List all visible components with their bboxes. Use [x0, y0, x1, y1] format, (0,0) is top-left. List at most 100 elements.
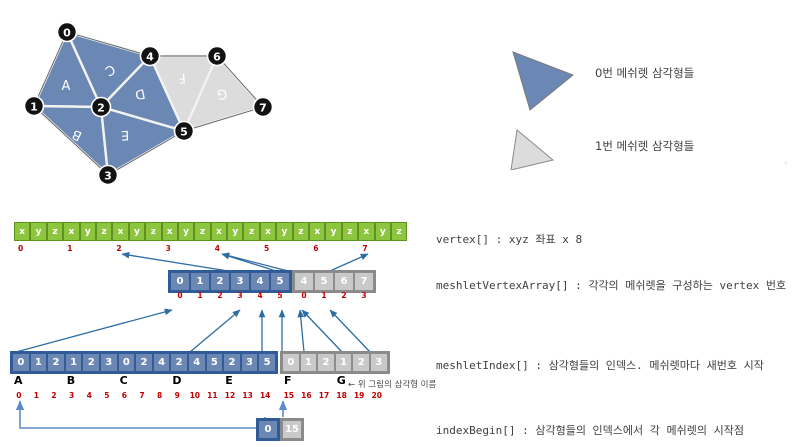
meshlet-index-cell: 2	[352, 353, 370, 372]
meshlet-vertex-index-label: 2	[341, 291, 347, 300]
vertex-index-label: 6	[313, 244, 319, 253]
meshlet-index-cell: 3	[99, 353, 118, 372]
svg-text:6: 6	[213, 51, 221, 64]
vertex-index-label: 2	[116, 244, 122, 253]
meshlet-index-index-label: 2	[51, 391, 57, 400]
vertex-cell: y	[79, 222, 96, 241]
vertex-cell: z	[243, 222, 260, 241]
vertex-index-label: 4	[214, 244, 221, 253]
vertex-cell: z	[95, 222, 113, 241]
svg-text:7: 7	[259, 102, 267, 115]
legend: 0번 메쉬렛 삼각형들 1번 메쉬렛 삼각형들	[505, 40, 795, 170]
triangle-label-F: F	[178, 70, 187, 86]
meshlet-index-index-label: 7	[139, 391, 145, 400]
mesh-node-0[interactable]: 0	[56, 21, 78, 43]
vertex-cell: y	[30, 222, 47, 241]
meshlet-vertex-cell: 4	[250, 272, 270, 291]
meshlet-index-cell: 0	[117, 353, 136, 372]
meshlet-index-index-label: 0	[16, 391, 22, 400]
meshlet-index-triangle-name: F	[284, 374, 292, 387]
vertex-cell: y	[177, 222, 195, 241]
vertex-cell: z	[341, 222, 359, 241]
meshlet-index-triangle-name: A	[14, 374, 23, 387]
triangle-name-note: ← 위 그림의 삼각형 이름	[348, 380, 437, 390]
vertex-cell: z	[46, 222, 64, 241]
meshlet-vertex-index-label: 2	[217, 291, 223, 300]
meshlet-index-cell: 3	[369, 353, 388, 372]
mesh-node-5[interactable]: 5	[173, 120, 195, 142]
svg-text:4: 4	[146, 51, 154, 64]
vertex-cell: x	[14, 222, 31, 241]
mesh-node-1[interactable]: 1	[23, 95, 45, 117]
triangle-label-D: D	[133, 85, 146, 102]
meshlet-vertex-cell: 0	[170, 272, 190, 291]
meshlet-index-cell: 2	[47, 353, 65, 372]
triangle-label-G: G	[216, 85, 229, 102]
svg-text:1: 1	[30, 101, 38, 114]
meshlet-index-index-label: 17	[318, 391, 330, 400]
mesh-outline	[33, 31, 264, 176]
meshlet-index-cell: 1	[299, 353, 318, 372]
meshlet-vertex-cell: 6	[334, 272, 354, 291]
meshlet-index-index-label: 4	[86, 391, 92, 400]
meshlet-index-index-label: 11	[207, 391, 218, 400]
meshlet-vertex-index-label: 3	[237, 291, 243, 300]
meshlet-vertex-cell: 1	[190, 272, 210, 291]
meshlet-index-index-label: 1	[33, 391, 39, 400]
vertex-index-label: 7	[362, 244, 368, 253]
legend-label-meshlet0: 0번 메쉬렛 삼각형들	[595, 66, 695, 80]
vertex-cell: z	[145, 222, 162, 241]
vertex-cell: x	[112, 222, 129, 241]
vertex-cell: x	[210, 222, 228, 241]
mesh-nodes: 0 1 2 3 4 5 6	[23, 21, 274, 186]
meshlet-index-index-label: 18	[336, 391, 347, 400]
index-begin-cell: 15	[282, 420, 302, 439]
vertex-array-description: vertex[] : xyz 좌표 x 8	[436, 233, 583, 246]
mesh-node-4[interactable]: 4	[139, 45, 161, 67]
meshlet-vertex-array-description: meshletVertexArray[] : 각각의 메쉬렛을 구성하는 ver…	[436, 279, 787, 292]
meshlet-vertex-index-label: 1	[197, 291, 203, 300]
triangle-labels: A B C D E F G	[62, 61, 229, 143]
meshlet-index-cell: 5	[205, 353, 224, 372]
legend-swatch-meshlet0	[512, 51, 574, 111]
meshlet-index-cell: 1	[64, 353, 83, 372]
svg-text:3: 3	[104, 170, 112, 183]
mesh-node-7[interactable]: 7	[252, 96, 274, 118]
vertex-cell: y	[227, 222, 244, 241]
meshlet-vertex-cell: 3	[230, 272, 250, 291]
meshlet-index-index-label: 9	[174, 391, 180, 400]
meshlet-index-triangle-name: G	[336, 374, 346, 387]
svg-text:5: 5	[180, 126, 188, 139]
vertex-cell: x	[63, 222, 80, 241]
meshlet-vertex-index-label: 0	[301, 291, 307, 300]
meshlet-index-cell: 2	[223, 353, 241, 372]
index-begin-cell: 0	[258, 420, 278, 439]
vertex-cell: y	[325, 222, 342, 241]
meshlet-index-index-label: 13	[242, 391, 253, 400]
decorative-mark: ◦	[784, 160, 788, 167]
meshlet-vertex-index-label: 4	[257, 291, 263, 300]
vertex-cell: y	[128, 222, 146, 241]
meshlet-index-index-label: 12	[224, 391, 236, 400]
meshlet-vertex-index-label: 3	[361, 291, 367, 300]
mesh-diagram: A B C D E F G 0 1 2 3	[23, 10, 430, 210]
meshlet-index-cell: 4	[187, 353, 206, 372]
vertex-cell: x	[358, 222, 375, 241]
mesh-node-6[interactable]: 6	[206, 45, 228, 67]
legend-label-meshlet1: 1번 메쉬렛 삼각형들	[595, 139, 695, 153]
meshlet-index-index-label: 5	[104, 391, 110, 400]
meshlet-index-triangle-name: E	[225, 374, 233, 387]
vertex-index-label: 5	[264, 244, 270, 253]
meshlet-index-cell: 4	[152, 353, 171, 372]
meshlet-index-index-label: 16	[301, 391, 312, 400]
vertex-cell: y	[374, 222, 391, 241]
triangle-label-A: A	[62, 79, 71, 94]
meshlet-index-triangle-name: D	[172, 374, 182, 387]
mesh-node-2[interactable]: 2	[90, 96, 112, 118]
meshlet-vertex-cell: 5	[270, 272, 290, 291]
meshlet-index-cell: 3	[240, 353, 259, 372]
mesh-node-3[interactable]: 3	[97, 164, 119, 186]
